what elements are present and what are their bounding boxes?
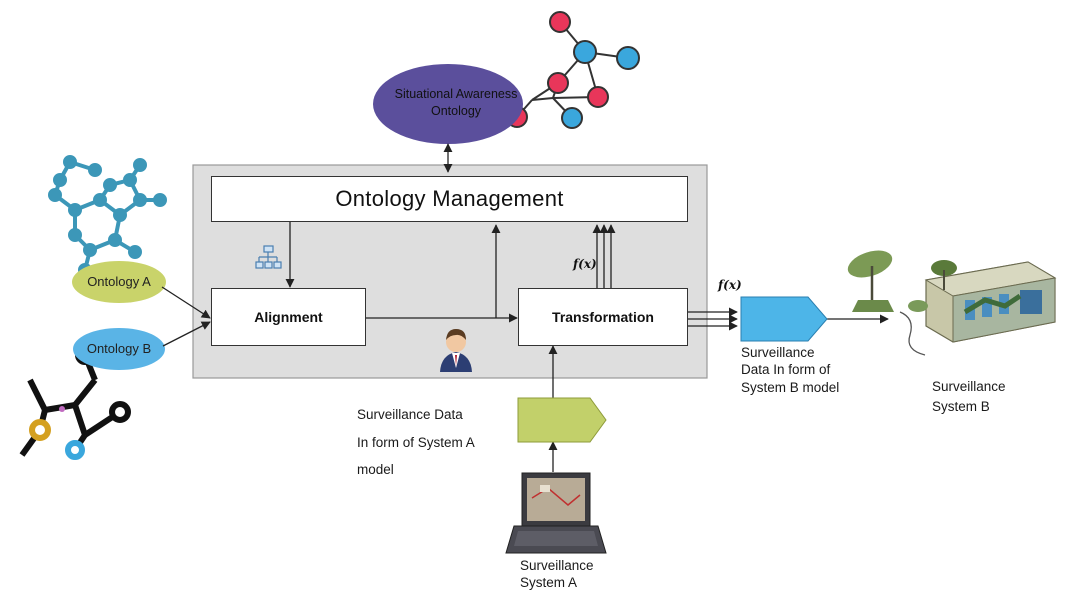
alignment-label: Alignment: [254, 309, 323, 325]
org-chart-icon: [255, 245, 282, 269]
surveillance-system-a-label: Surveillance System A: [520, 558, 594, 591]
laptop-icon: [505, 472, 607, 554]
function-glyph-upper: f(x): [572, 257, 597, 271]
function-glyph-right: f(x): [717, 278, 742, 292]
ontology-management-label: Ontology Management: [335, 186, 564, 211]
molecule-icon: [48, 155, 167, 277]
alignment-box: Alignment: [211, 288, 366, 346]
transformation-label: Transformation: [552, 309, 654, 325]
ontology-a-label: Ontology A: [87, 274, 151, 289]
transformation-box: Transformation: [518, 288, 688, 346]
ontology-b-label: Ontology B: [86, 341, 152, 356]
surveillance-system-b-label: Surveillance System B: [932, 379, 1006, 414]
ontology-a-ellipse: [72, 261, 166, 303]
ontology-b-ellipse: [73, 328, 165, 370]
person-icon: [440, 329, 472, 372]
surveillance-data-b-arrow: [740, 296, 828, 342]
surveillance-data-a-arrow: [517, 397, 607, 443]
molecule-icon: [19, 345, 131, 460]
surveillance-data-a-label: Surveillance Data In form of System A mo…: [357, 407, 475, 478]
surveillance-data-b-label: Surveillance Data In form of System B mo…: [741, 345, 840, 395]
ontology-management-box: Ontology Management: [211, 176, 688, 222]
satellite-station-icon: [847, 250, 1057, 356]
situational-awareness-label: Situational Awareness Ontology: [394, 87, 518, 118]
situational-awareness-ellipse: [373, 64, 523, 144]
